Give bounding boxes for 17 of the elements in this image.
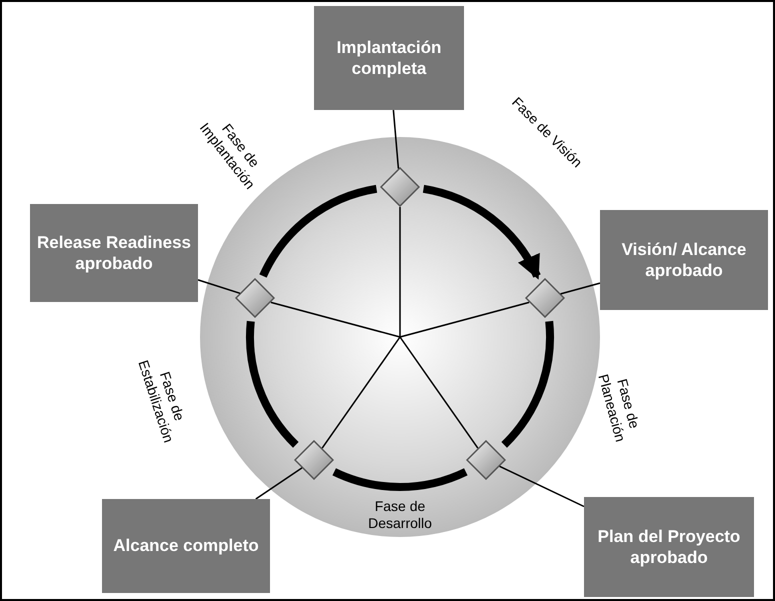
edge-label: Fase de Desarrollo xyxy=(367,498,433,532)
milestone-box: Visión/ Alcance aprobado xyxy=(600,210,768,310)
milestone-diamond xyxy=(235,278,276,318)
milestone-box: Plan del Proyecto aprobado xyxy=(584,497,754,597)
cycle-arrow xyxy=(422,184,541,280)
connector-line xyxy=(560,282,600,295)
milestone-diamond xyxy=(466,440,506,480)
connector-line xyxy=(198,279,240,294)
connector-line xyxy=(255,467,302,500)
milestone-diamond xyxy=(380,167,420,207)
connector-line xyxy=(392,110,400,169)
milestone-box: Release Readiness aprobado xyxy=(30,204,198,302)
milestone-box: Implantación completa xyxy=(314,6,464,110)
milestone-diamond xyxy=(524,278,565,318)
milestone-diamond xyxy=(294,440,334,480)
connector-line xyxy=(499,466,584,508)
milestone-box: Alcance completo xyxy=(102,499,270,593)
